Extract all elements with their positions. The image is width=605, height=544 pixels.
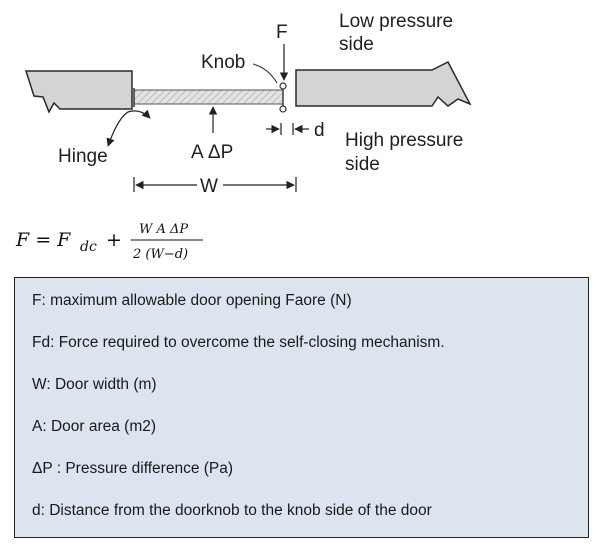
knob-pointer	[252, 63, 278, 84]
area-dp-label: A ΔP	[191, 142, 233, 163]
legend-item-fd: Fd: Force required to overcome the self-…	[32, 334, 445, 351]
force-label: F	[276, 22, 288, 43]
legend-item-d: d: Distance from the doorknob to the kno…	[32, 502, 432, 519]
formula-plus: +	[106, 229, 122, 251]
formula-numerator: W A ΔP	[139, 222, 188, 237]
hinge-rotation-arrow	[106, 109, 151, 147]
legend-item-f: F: maximum allowable door opening Faore …	[32, 292, 352, 309]
door-slab	[133, 89, 284, 105]
formula-denominator: 2 (W−d)	[132, 247, 188, 262]
formula-lhs: F = F	[15, 229, 71, 251]
variable-legend: F: maximum allowable door opening Faore …	[14, 277, 589, 538]
formula-lhs-subscript: dc	[80, 239, 97, 255]
door-knob	[279, 82, 287, 113]
formula: F = F dc + W A ΔP 2 (W−d)	[15, 222, 203, 262]
high-pressure-label: High pressure side	[345, 130, 469, 175]
low-pressure-label: Low pressure side	[339, 11, 458, 55]
legend-item-w: W: Door width (m)	[32, 376, 157, 393]
width-label: W	[200, 176, 218, 197]
d-label: d	[314, 120, 325, 141]
left-wall	[24, 70, 133, 114]
door-pressure-diagram: F Knob Low pressure side High pressure s…	[15, 11, 472, 262]
right-wall	[295, 61, 472, 107]
legend-item-dp: ΔP : Pressure difference (Pa)	[32, 460, 234, 477]
knob-label: Knob	[201, 52, 245, 73]
hinge-label: Hinge	[58, 146, 108, 167]
legend-item-a: A: Door area (m2)	[32, 418, 157, 435]
